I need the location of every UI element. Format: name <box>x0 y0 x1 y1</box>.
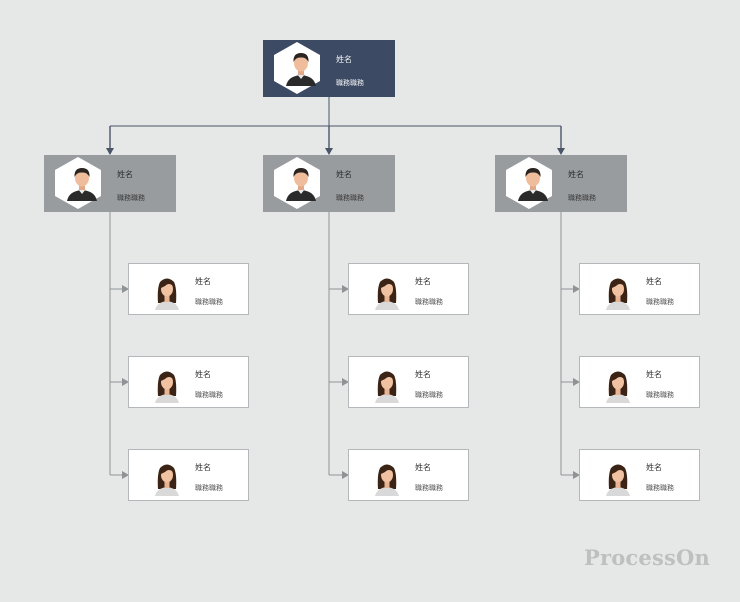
manager-name: 姓名 <box>336 170 352 179</box>
employee-node[interactable]: 姓名 職務職務 <box>579 263 700 315</box>
male-avatar-icon <box>286 168 316 201</box>
employee-role: 職務職務 <box>415 484 443 492</box>
manager-role: 職務職務 <box>117 194 145 202</box>
female-avatar-icon <box>155 371 179 403</box>
employee-node[interactable]: 姓名 職務職務 <box>348 449 469 501</box>
employee-node[interactable]: 姓名 職務職務 <box>128 356 249 408</box>
employee-name: 姓名 <box>646 463 662 472</box>
processon-watermark: ProcessOn <box>583 545 710 570</box>
employee-node[interactable]: 姓名 職務職務 <box>128 263 249 315</box>
manager-name: 姓名 <box>117 170 133 179</box>
manager-node[interactable]: 姓名 職務職務 <box>263 155 395 212</box>
manager-name: 姓名 <box>568 170 584 179</box>
female-avatar-icon <box>606 464 630 496</box>
employee-name: 姓名 <box>195 370 211 379</box>
male-avatar-icon <box>67 168 97 201</box>
employee-role: 職務職務 <box>646 484 674 492</box>
employee-name: 姓名 <box>415 277 431 286</box>
employee-name: 姓名 <box>415 370 431 379</box>
employee-name: 姓名 <box>415 463 431 472</box>
employee-name: 姓名 <box>646 277 662 286</box>
manager-node[interactable]: 姓名 職務職務 <box>44 155 176 212</box>
female-avatar-icon <box>155 464 179 496</box>
manager-node[interactable]: 姓名 職務職務 <box>495 155 627 212</box>
employee-role: 職務職務 <box>646 298 674 306</box>
employee-role: 職務職務 <box>646 391 674 399</box>
employee-node[interactable]: 姓名 職務職務 <box>579 449 700 501</box>
employee-role: 職務職務 <box>195 484 223 492</box>
employee-role: 職務職務 <box>415 298 443 306</box>
female-avatar-icon <box>606 278 630 310</box>
root-node[interactable]: 姓名 職務職務 <box>263 40 395 97</box>
female-avatar-icon <box>375 464 399 496</box>
employee-node[interactable]: 姓名 職務職務 <box>128 449 249 501</box>
employee-role: 職務職務 <box>195 391 223 399</box>
female-avatar-icon <box>375 278 399 310</box>
male-avatar-icon <box>286 53 316 86</box>
root-name: 姓名 <box>336 55 352 64</box>
female-avatar-icon <box>375 371 399 403</box>
male-avatar-icon <box>518 168 548 201</box>
employee-name: 姓名 <box>195 463 211 472</box>
female-avatar-icon <box>155 278 179 310</box>
manager-role: 職務職務 <box>336 194 364 202</box>
root-role: 職務職務 <box>336 79 364 87</box>
employee-node[interactable]: 姓名 職務職務 <box>348 356 469 408</box>
employee-role: 職務職務 <box>195 298 223 306</box>
manager-role: 職務職務 <box>568 194 596 202</box>
employee-node[interactable]: 姓名 職務職務 <box>579 356 700 408</box>
employee-name: 姓名 <box>646 370 662 379</box>
employee-role: 職務職務 <box>415 391 443 399</box>
employee-node[interactable]: 姓名 職務職務 <box>348 263 469 315</box>
female-avatar-icon <box>606 371 630 403</box>
employee-name: 姓名 <box>195 277 211 286</box>
